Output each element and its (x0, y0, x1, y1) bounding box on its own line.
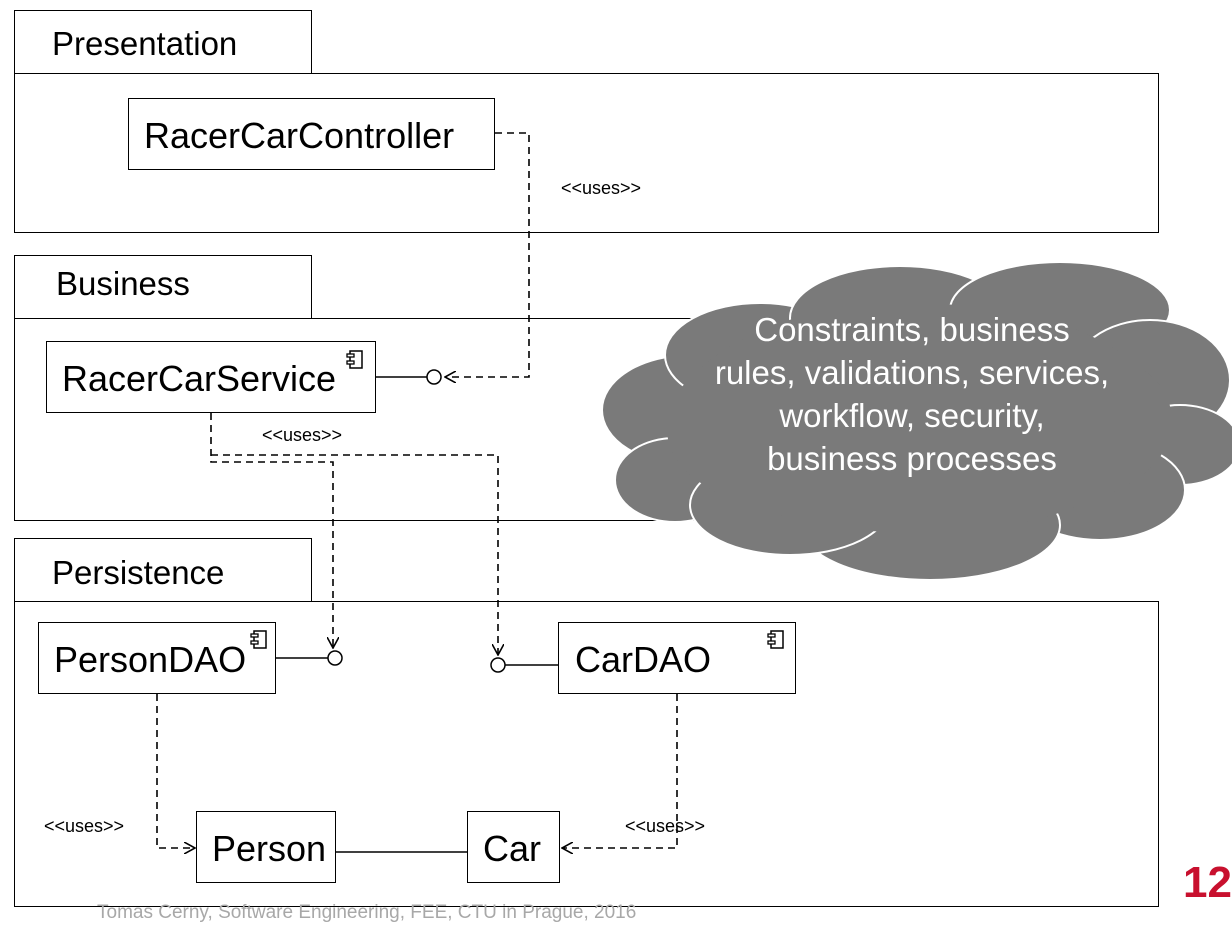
car-class-box (467, 811, 560, 883)
car-dao-uses-car (562, 694, 678, 848)
business-layer-tab (14, 255, 312, 321)
persistence-layer-label: Persistence (52, 554, 225, 591)
controller-uses-label: <<uses>> (561, 178, 642, 198)
person-dao-label: PersonDAO (54, 639, 247, 680)
person-dao-uses-person (156, 694, 195, 848)
callout-text: Constraints, business rules, validations… (714, 311, 1110, 477)
service-interface-circle (426, 369, 442, 385)
racer-car-controller-box (128, 98, 495, 170)
controller-uses-dependency (445, 132, 530, 377)
car-dao-uses-label: <<uses>> (625, 816, 706, 836)
service-uses-person-dao (210, 413, 333, 648)
car-class-label: Car (483, 828, 542, 869)
racer-car-service-component-icon (346, 350, 363, 369)
business-layer-label: Business (56, 265, 190, 302)
service-uses-car-dao (211, 454, 498, 655)
footer-credit: Tomas Cerny, Software Engineering, FEE, … (97, 902, 637, 923)
person-dao-uses-label: <<uses>> (44, 816, 125, 836)
page-number: 12 (1183, 858, 1232, 907)
persistence-layer-tab (14, 538, 312, 604)
car-dao-component-icon (767, 630, 784, 649)
car-dao-label: CarDAO (575, 639, 712, 680)
person-dao-box (38, 622, 276, 694)
person-dao-component-icon (250, 630, 267, 649)
callout-cloud-core (666, 304, 1172, 533)
presentation-layer-label: Presentation (52, 25, 238, 62)
racer-car-controller-label: RacerCarController (144, 115, 455, 156)
racer-car-service-box (46, 341, 376, 413)
car-dao-interface-circle (490, 657, 506, 673)
person-dao-interface-circle (327, 650, 343, 666)
service-uses-label: <<uses>> (262, 425, 343, 445)
person-class-label: Person (212, 828, 327, 869)
presentation-layer-tab (14, 10, 312, 76)
car-dao-box (558, 622, 796, 694)
racer-car-service-label: RacerCarService (62, 358, 337, 399)
person-class-box (196, 811, 336, 883)
